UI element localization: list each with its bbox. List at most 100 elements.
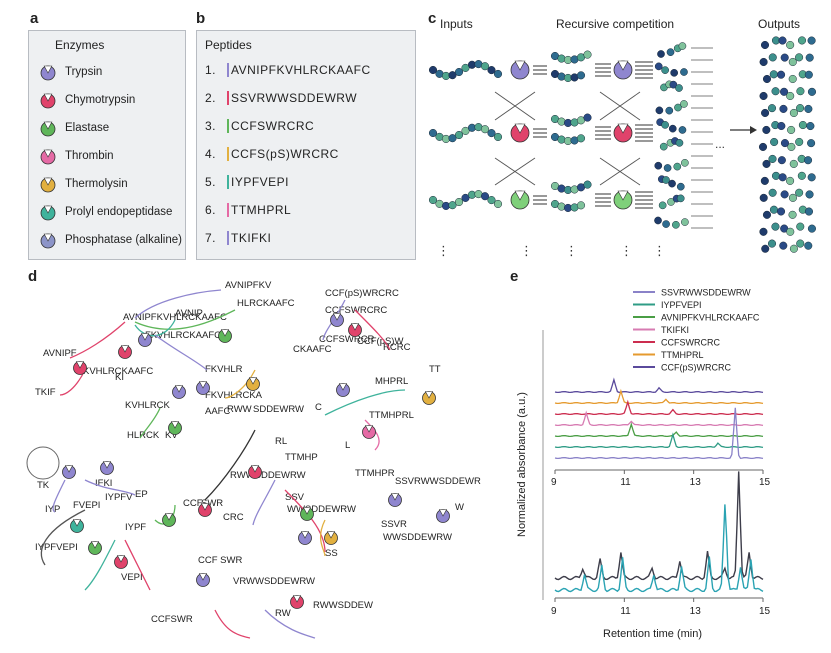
peptide-item: 1. AVNIPFKVHLRCKAAFC (205, 63, 371, 77)
chromatogram-trace (554, 471, 764, 581)
legend-label: CCF(pS)WRCRC (661, 363, 731, 373)
fragment-label: VRWWSDDEWRW (233, 576, 315, 587)
enzyme-icon (510, 190, 530, 210)
output-bead (760, 40, 770, 50)
output-bead (780, 139, 790, 148)
fragment-label: CCF(pS)W (357, 336, 403, 347)
bead (461, 63, 470, 72)
bead (428, 195, 438, 205)
cleavage-arrow (319, 519, 326, 557)
enzyme-name: Thrombin (65, 150, 114, 162)
output-bead (798, 120, 807, 130)
fragment-bead (668, 124, 677, 133)
bead (576, 201, 586, 210)
cleavage-arrow (139, 407, 161, 439)
fragment-label: TKIF (35, 387, 56, 398)
output-bead (807, 87, 817, 96)
enzyme-icon (422, 391, 436, 405)
output-bead (769, 70, 778, 79)
fragment-label: KVHLRCKAAFC (83, 366, 153, 377)
fragment-label: RWWSDDEW (313, 600, 373, 611)
output-bead (768, 154, 777, 163)
fragment-chain (550, 199, 586, 212)
fragment-label: HLRCK (127, 430, 160, 441)
pacman-enzyme-icon (40, 65, 56, 81)
fragment-label: VEPI (121, 572, 143, 583)
fragment-bead (672, 220, 680, 229)
output-bead (758, 142, 768, 151)
output-bead (788, 57, 797, 67)
fragment-bead (681, 158, 689, 167)
recursive-competition-diagram: ...⋮⋮⋮⋮⋮ (428, 36, 817, 258)
fragment-bead (676, 194, 685, 203)
peptides-title: Peptides (205, 38, 252, 52)
enzyme-item: Thrombin (39, 147, 114, 165)
enzyme-icon (218, 329, 232, 343)
output-bead (795, 53, 804, 62)
peptide-item: 2. SSVRWWSDDEWRW (205, 91, 358, 105)
enzyme-name: Phosphatase (alkaline) (65, 234, 182, 246)
peptide-number: 1. (205, 63, 217, 77)
bead (487, 196, 496, 205)
bead (428, 65, 438, 75)
peptide-number: 4. (205, 147, 217, 161)
output-bead (804, 241, 813, 250)
fragment-bead (661, 121, 669, 129)
enzyme-name: Trypsin (65, 66, 103, 78)
x-tick-label: 13 (690, 606, 702, 617)
enzyme-shape (40, 121, 56, 137)
bead (493, 199, 503, 208)
enzyme-icon (324, 531, 338, 545)
fragment-bead (654, 161, 663, 170)
fragment-label: HLRCKAAFC (237, 298, 295, 309)
fragment-label: IFKI (95, 478, 112, 489)
cleavage-arrow (84, 539, 116, 591)
output-bead (797, 36, 807, 45)
peptide-sequence: AVNIPFKVHLRCKAAFC (227, 63, 371, 77)
output-bead (760, 176, 769, 185)
peptide-sequence: SSVRWWSDDEWRW (227, 91, 358, 105)
y-axis-label: Normalized absorbance (a.u.) (516, 392, 528, 537)
fragment-bead (654, 216, 662, 225)
output-bead (795, 188, 804, 197)
panel-label-d: d (28, 268, 38, 285)
fragment-chain (550, 132, 586, 145)
output-bead (777, 121, 786, 131)
output-bead (780, 53, 789, 62)
enzyme-icon (613, 190, 633, 210)
enzyme-icon (88, 541, 102, 555)
peptide-sequence: CCFSWRCRC (227, 119, 315, 133)
bead (448, 71, 457, 80)
input-peptide-chain (428, 123, 503, 143)
output-bead (767, 104, 777, 113)
fragment-bead (673, 162, 682, 171)
enzyme-icon (348, 323, 362, 337)
fragment-bead (678, 126, 687, 134)
bead (557, 117, 566, 126)
bead (454, 197, 464, 207)
cleavage-arrow (52, 479, 66, 513)
fragment-label: CRC (223, 512, 244, 523)
fragment-bead (662, 220, 670, 228)
x-tick-label: 15 (759, 606, 771, 617)
fragment-label: CCF SWR (198, 555, 242, 566)
cleavage-arrow (214, 609, 251, 639)
fragment-chain (550, 69, 586, 82)
fragment-label: C (315, 402, 322, 413)
output-bead (759, 193, 768, 202)
enzyme-shape (40, 205, 56, 221)
enzyme-icon (73, 361, 87, 375)
cleavage-arrow (124, 539, 151, 591)
x-tick-label: 9 (551, 606, 557, 617)
enzyme-icon (118, 345, 132, 359)
output-bead (762, 125, 771, 135)
cleavage-arrow (84, 479, 136, 496)
output-bead (806, 121, 815, 131)
cross-arrow (599, 91, 641, 121)
peptide-number: 2. (205, 91, 217, 105)
bead (576, 134, 586, 143)
cleavage-arrow (354, 309, 391, 351)
output-bead (796, 104, 805, 113)
fragment-bead (663, 164, 672, 172)
